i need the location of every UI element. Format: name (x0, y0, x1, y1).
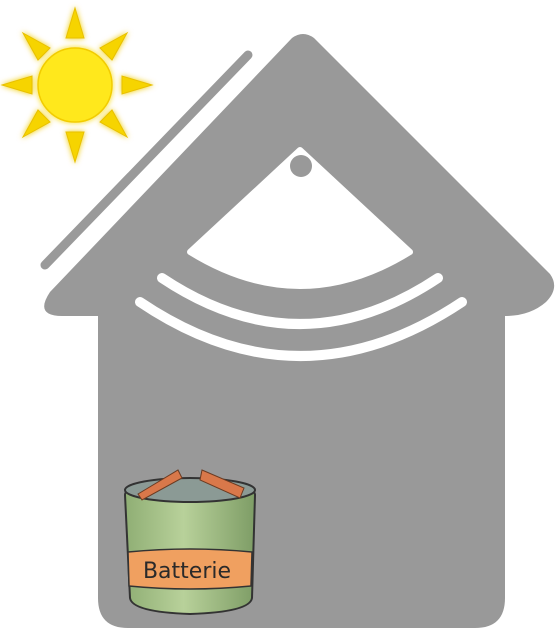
sun-icon (2, 8, 152, 162)
battery-icon: Batterie (125, 470, 255, 614)
house-icon (44, 34, 554, 628)
battery-label: Batterie (143, 559, 231, 584)
